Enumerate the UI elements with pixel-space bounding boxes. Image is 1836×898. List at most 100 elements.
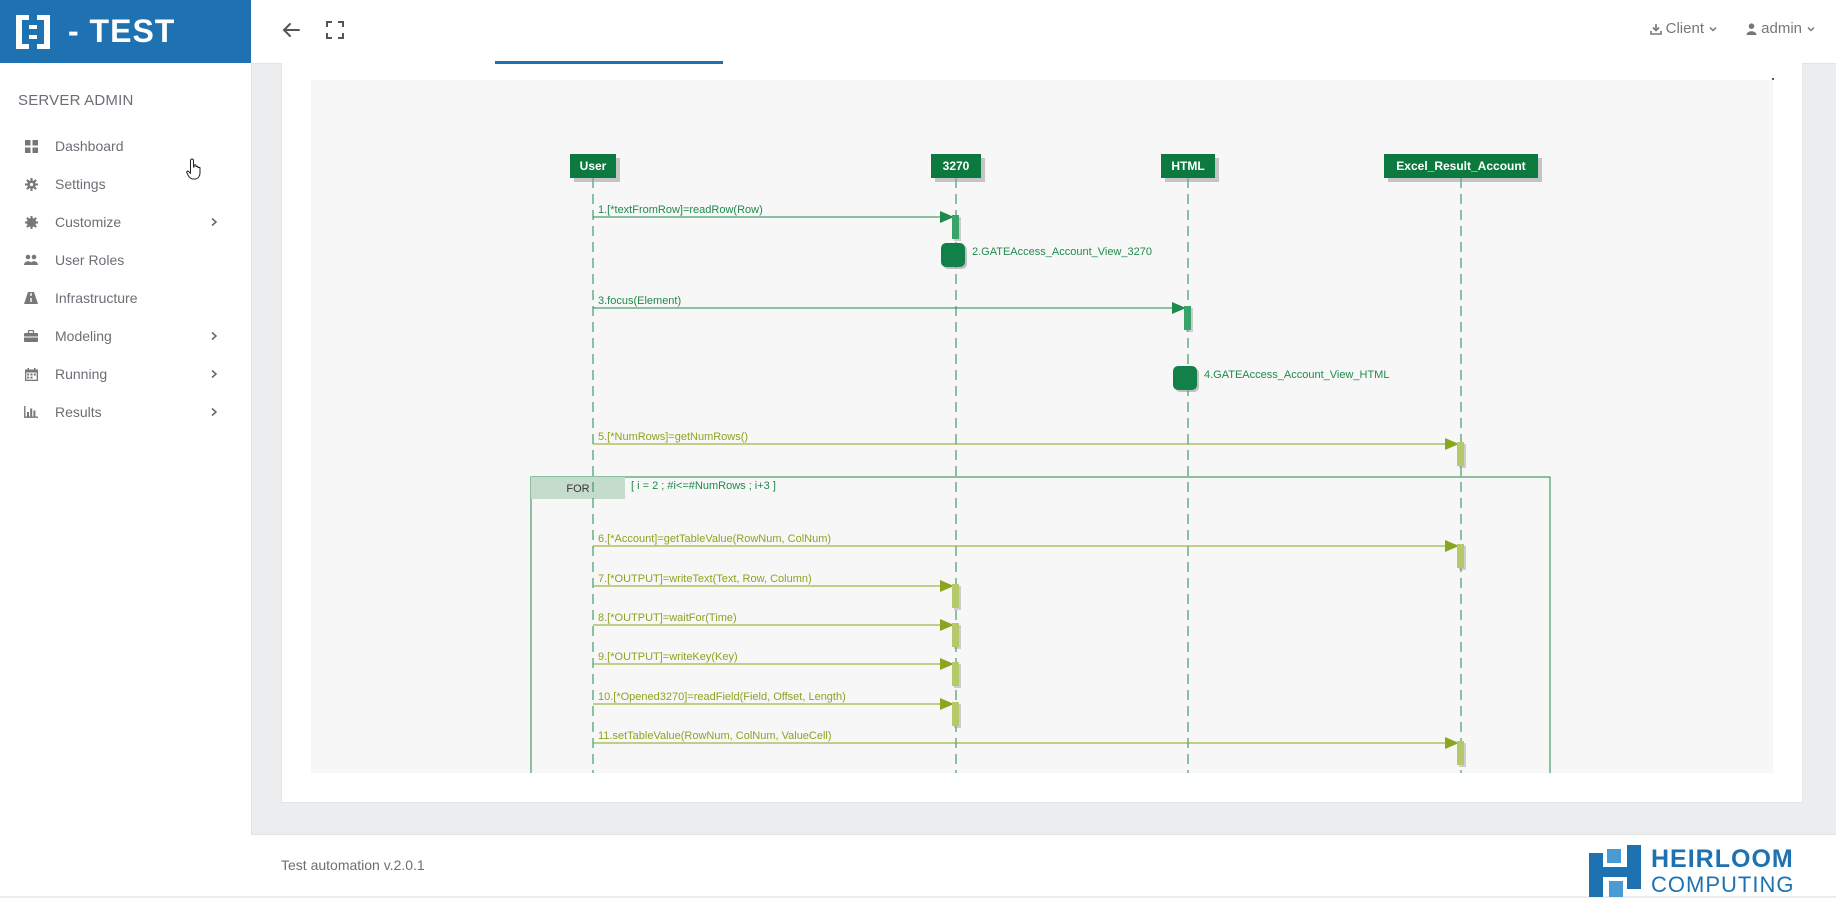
back-button[interactable]	[279, 18, 303, 42]
sidebar-item-results[interactable]: Results	[0, 393, 251, 431]
fullscreen-button[interactable]	[325, 20, 345, 40]
logo-line-2: COMPUTING	[1651, 872, 1795, 897]
app-title: - TEST	[68, 13, 176, 49]
loop-keyword-box	[531, 477, 625, 499]
sidebar-item-label: Infrastructure	[55, 290, 138, 306]
version-text: Test automation v.2.0.1	[281, 857, 425, 873]
cog-icon	[24, 215, 38, 229]
sidebar: SERVER ADMIN Dashboard Settings Customiz…	[0, 63, 252, 896]
activation-bar	[952, 215, 959, 239]
bar-chart-icon	[24, 405, 38, 419]
user-menu-label: admin	[1761, 20, 1802, 37]
client-menu[interactable]: Client	[1649, 20, 1718, 37]
message-arrow-head	[940, 619, 954, 631]
sidebar-item-label: Customize	[55, 214, 122, 230]
message-label: 3.focus(Element)	[598, 295, 681, 307]
sidebar-section-title: SERVER ADMIN	[18, 92, 134, 109]
briefcase-icon	[24, 329, 38, 343]
message-label: 5.[*NumRows]=getNumRows()	[598, 431, 748, 443]
sidebar-item-label: Running	[55, 366, 108, 382]
participant-box	[1384, 154, 1538, 178]
users-icon	[24, 253, 38, 267]
message-label: 1.[*textFromRow]=readRow(Row)	[598, 204, 763, 216]
loop-keyword: FOR	[566, 483, 589, 495]
message-label: 9.[*OUTPUT]=writeKey(Key)	[598, 651, 738, 663]
sidebar-item-label: Results	[55, 404, 102, 420]
message-arrow-head	[940, 211, 954, 223]
logo-line-1: HEIRLOOM	[1651, 845, 1794, 873]
participant-label: HTML	[1171, 159, 1204, 173]
brand-logo-icon	[16, 14, 50, 49]
participant-box	[570, 154, 616, 178]
active-tab-indicator	[495, 61, 723, 64]
loop-frame	[530, 476, 1551, 773]
download-icon	[1649, 23, 1662, 35]
message-label: 8.[*OUTPUT]=waitFor(Time)	[598, 612, 737, 624]
sidebar-item-running[interactable]: Running	[0, 355, 251, 393]
message-label: 6.[*Account]=getTableValue(RowNum, ColNu…	[598, 533, 831, 545]
activation-bar	[952, 623, 959, 647]
sidebar-item-dashboard[interactable]: Dashboard	[0, 127, 251, 165]
chevron-right-icon	[211, 217, 218, 227]
sidebar-item-label: User Roles	[55, 252, 125, 268]
hand-cursor-icon	[186, 158, 201, 180]
message-label: 10.[*Opened3270]=readField(Field, Offset…	[598, 691, 846, 703]
chevron-right-icon	[211, 331, 218, 341]
activation-bar	[1457, 741, 1464, 765]
activation-bar	[952, 702, 959, 726]
participant-box	[931, 154, 981, 178]
calendar-icon	[24, 367, 38, 381]
top-bar: Client admin	[251, 0, 1836, 64]
sidebar-item-settings[interactable]: Settings	[0, 165, 251, 203]
sidebar-item-label: Dashboard	[55, 138, 124, 154]
user-icon	[1746, 22, 1757, 35]
chevron-down-icon	[1807, 26, 1815, 32]
company-logo: HEIRLOOM COMPUTING	[1589, 845, 1804, 897]
sidebar-item-infrastructure[interactable]: Infrastructure	[0, 279, 251, 317]
footer: Test automation v.2.0.1 HEIRLOOM COMPUTI…	[251, 834, 1836, 897]
road-icon	[24, 291, 38, 305]
chevron-right-icon	[211, 369, 218, 379]
state-node	[1173, 366, 1197, 390]
state-label: 4.GATEAccess_Account_View_HTML	[1204, 369, 1389, 381]
message-label: 11.setTableValue(RowNum, ColNum, ValueCe…	[598, 730, 832, 742]
arrow-left-icon	[282, 23, 300, 37]
message-arrow-head	[1172, 302, 1186, 314]
message-arrow-head	[1445, 737, 1459, 749]
message-arrow-head	[940, 658, 954, 670]
dashboard-icon	[24, 139, 38, 153]
activation-bar	[1457, 544, 1464, 568]
message-arrow-head	[1445, 438, 1459, 450]
message-arrow-head	[1445, 540, 1459, 552]
activation-bar	[1457, 442, 1464, 466]
sidebar-item-label: Modeling	[55, 328, 112, 344]
sidebar-nav: Dashboard Settings Customize User Roles	[0, 127, 251, 431]
state-label: 2.GATEAccess_Account_View_3270	[972, 246, 1152, 258]
chevron-down-icon	[1709, 26, 1717, 32]
participant-box	[1161, 154, 1215, 178]
sidebar-item-modeling[interactable]: Modeling	[0, 317, 251, 355]
state-node	[941, 243, 965, 267]
sidebar-item-user-roles[interactable]: User Roles	[0, 241, 251, 279]
activation-bar	[952, 584, 959, 608]
message-arrow-head	[940, 698, 954, 710]
activation-bar	[952, 662, 959, 686]
loop-condition: [ i = 2 ; #i<=#NumRows ; i+3 ]	[631, 480, 776, 492]
gear-icon	[24, 177, 38, 191]
participant-label: Excel_Result_Account	[1396, 159, 1525, 173]
card-dot	[1772, 78, 1774, 80]
activation-bar	[1184, 306, 1191, 330]
participant-label: 3270	[943, 159, 970, 173]
sidebar-item-customize[interactable]: Customize	[0, 203, 251, 241]
expand-icon	[326, 21, 344, 39]
message-label: 7.[*OUTPUT]=writeText(Text, Row, Column)	[598, 573, 812, 585]
heirloom-logo-icon	[1589, 845, 1641, 897]
user-menu[interactable]: admin	[1746, 20, 1816, 37]
app-brand[interactable]: - TEST	[0, 0, 251, 63]
sidebar-item-label: Settings	[55, 176, 106, 192]
message-arrow-head	[940, 580, 954, 592]
chevron-right-icon	[211, 407, 218, 417]
client-menu-label: Client	[1665, 20, 1704, 37]
